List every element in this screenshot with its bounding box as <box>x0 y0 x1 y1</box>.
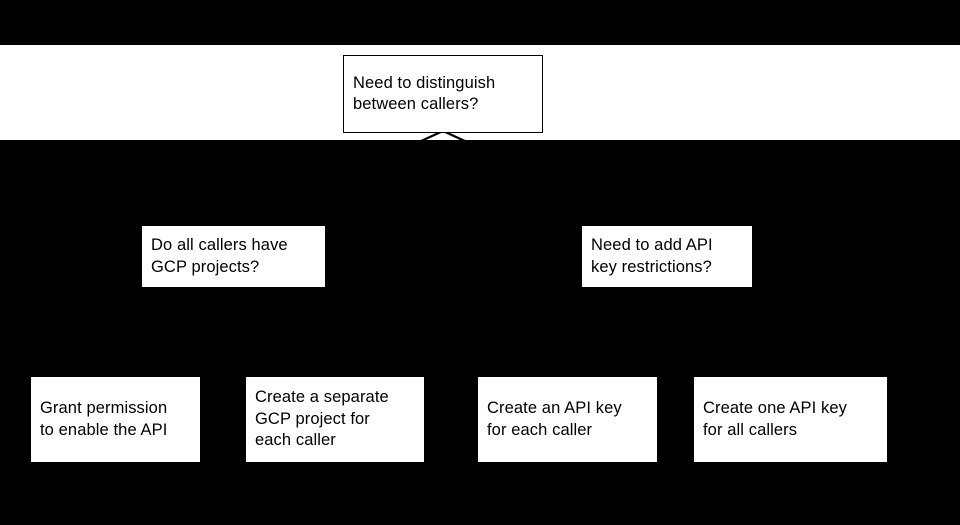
node-label: Create one API key for all callers <box>703 399 847 439</box>
node-action-one-key-all[interactable]: Create one API key for all callers <box>694 377 887 462</box>
node-decision-gcp-projects[interactable]: Do all callers have GCP projects? <box>142 226 325 287</box>
node-action-grant-permission[interactable]: Grant permission to enable the API <box>31 377 200 462</box>
node-label: Grant permission to enable the API <box>40 399 168 439</box>
node-label: Create a separate GCP project for each c… <box>255 388 389 450</box>
node-decision-key-restrictions[interactable]: Need to add API key restrictions? <box>582 226 752 287</box>
node-decision-distinguish-callers[interactable]: Need to distinguish between callers? <box>343 55 543 133</box>
node-action-separate-project[interactable]: Create a separate GCP project for each c… <box>246 377 424 462</box>
node-action-key-per-caller[interactable]: Create an API key for each caller <box>478 377 657 462</box>
node-label: Create an API key for each caller <box>487 399 622 439</box>
node-label: Need to distinguish between callers? <box>353 73 496 113</box>
node-label: Do all callers have GCP projects? <box>151 236 288 276</box>
node-label: Need to add API key restrictions? <box>591 236 713 276</box>
